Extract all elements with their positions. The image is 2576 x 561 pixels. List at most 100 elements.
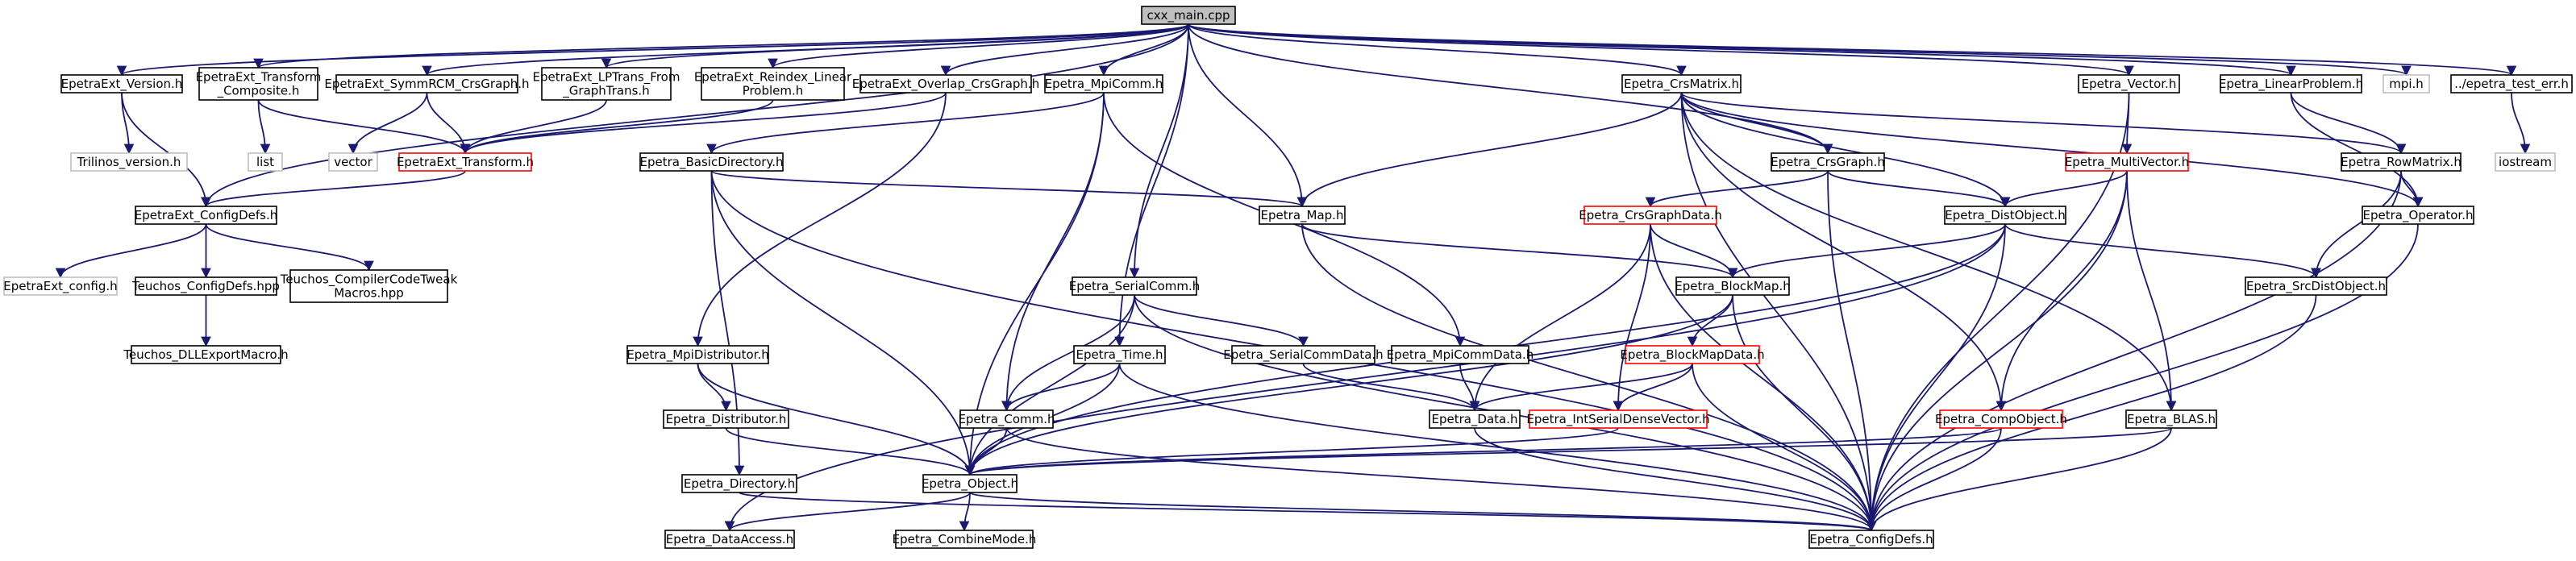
edge-basicdirectory-to-object — [710, 170, 976, 476]
node-box — [1259, 206, 1346, 225]
node-label-line: EpetraExt_config.h — [3, 279, 117, 294]
node-directory[interactable]: Epetra_Directory.h — [681, 474, 797, 493]
edge-blockmapdata-to-data — [1469, 363, 1693, 412]
edge-compobject-to-object — [965, 427, 2002, 476]
edge-rowmatrix-to-configdefs — [1866, 170, 2402, 532]
edge-blas-to-object — [965, 427, 2172, 476]
node-ext-transform-composite[interactable]: EpetraExt_Transform_Composite.h — [196, 67, 322, 101]
node-mpidistributor[interactable]: Epetra_MpiDistributor.h — [626, 345, 769, 364]
node-label: Epetra_BlockMap.h — [1675, 279, 1790, 294]
node-label: Epetra_SerialCommData.h — [1223, 347, 1383, 363]
node-label-line: EpetraExt_SymmRCM_CrsGraph.h — [324, 77, 529, 92]
node-box — [248, 152, 283, 172]
node-box — [639, 152, 784, 172]
node-comm[interactable]: Epetra_Comm.h — [958, 409, 1055, 429]
node-dataaccess[interactable]: Epetra_DataAccess.h — [664, 530, 795, 549]
node-label: Epetra_Map.h — [1261, 208, 1344, 223]
node-label-line: mpi.h — [2389, 77, 2424, 91]
node-ext-configdefs[interactable]: EpetraExt_ConfigDefs.h — [135, 206, 277, 225]
edge-crsgraphdata-to-data — [1469, 223, 1651, 412]
node-data[interactable]: Epetra_Data.h — [1429, 409, 1521, 429]
node-linearproblem[interactable]: Epetra_LinearProblem.h — [2219, 74, 2363, 94]
edge-cxx_main-to-map — [1188, 23, 1308, 208]
node-blockmapdata[interactable]: Epetra_BlockMapData.h — [1620, 345, 1765, 364]
node-test-err[interactable]: ../epetra_test_err.h — [2450, 74, 2573, 94]
edge-distobject-to-blockmap — [1727, 223, 2006, 279]
node-mpicomm[interactable]: Epetra_MpiComm.h — [1044, 74, 1163, 94]
node-box — [959, 409, 1054, 429]
edge-srcdistobject-to-configdefs — [1866, 294, 2317, 532]
node-label: Epetra_MpiComm.h — [1045, 77, 1163, 92]
node-box — [1675, 276, 1790, 296]
node-crsgraphdata[interactable]: Epetra_CrsGraphData.h — [1579, 206, 1722, 225]
node-distobject[interactable]: Epetra_DistObject.h — [1944, 206, 2066, 225]
edge-ext_lptrans-to-ext_transform — [460, 99, 607, 155]
node-box — [2450, 74, 2573, 94]
node-box — [289, 269, 448, 303]
node-label-line: Epetra_CrsMatrix.h — [1624, 77, 1739, 92]
node-configdefs[interactable]: Epetra_ConfigDefs.h — [1808, 530, 1934, 549]
node-basicdirectory[interactable]: Epetra_BasicDirectory.h — [639, 152, 784, 172]
node-srcdistobject[interactable]: Epetra_SrcDistObject.h — [2245, 276, 2387, 296]
node-distributor[interactable]: Epetra_Distributor.h — [663, 409, 789, 429]
node-crsmatrix[interactable]: Epetra_CrsMatrix.h — [1621, 74, 1742, 94]
edge-cxx_main-to-crsgraph — [1188, 23, 1833, 155]
node-label-line: Epetra_RowMatrix.h — [2341, 155, 2462, 170]
node-rowmatrix[interactable]: Epetra_RowMatrix.h — [2341, 152, 2462, 172]
node-blockmap[interactable]: Epetra_BlockMap.h — [1675, 276, 1791, 296]
node-combinemode[interactable]: Epetra_CombineMode.h — [893, 530, 1037, 549]
edge-ext_symmrcm-to-vector_std — [347, 92, 428, 155]
node-box — [1625, 345, 1760, 364]
edge-distobject-to-srcdistobject — [2004, 223, 2321, 279]
node-label-line: Teuchos_DLLExportMacro.h — [123, 347, 288, 363]
node-ext-transform[interactable]: EpetraExt_Transform.h — [397, 152, 534, 172]
node-box — [663, 409, 789, 429]
node-label-line: EpetraExt_Version.h — [61, 77, 183, 92]
node-label: Epetra_Directory.h — [684, 476, 795, 492]
node-label-line: vector — [334, 155, 372, 169]
node-label: Epetra_CombineMode.h — [893, 532, 1037, 547]
edge-cxx_main-to-linearproblem — [1188, 23, 2296, 77]
node-operator[interactable]: Epetra_Operator.h — [2362, 206, 2474, 225]
node-crsgraph[interactable]: Epetra_CrsGraph.h — [1771, 152, 1885, 172]
edge-data-to-configdefs — [1474, 427, 1877, 532]
node-time[interactable]: Epetra_Time.h — [1073, 345, 1166, 364]
node-teuchos-dll[interactable]: Teuchos_DLLExportMacro.h — [123, 345, 289, 364]
node-ext-overlap[interactable]: EpetraExt_Overlap_CrsGraph.h — [852, 74, 1039, 94]
edge-time-to-configdefs — [1118, 363, 1877, 532]
edge-crsgraphdata-to-intserialdensevector — [1613, 223, 1651, 412]
node-map[interactable]: Epetra_Map.h — [1259, 206, 1346, 225]
node-object[interactable]: Epetra_Object.h — [922, 474, 1018, 493]
node-serialcommdata[interactable]: Epetra_SerialCommData.h — [1223, 345, 1384, 364]
node-blas[interactable]: Epetra_BLAS.h — [2125, 409, 2217, 429]
node-box — [681, 474, 797, 493]
edge-cxx_main-to-ext_overlap — [940, 23, 1189, 77]
node-mpicommdata[interactable]: Epetra_MpiCommData.h — [1387, 345, 1534, 364]
node-serialcomm[interactable]: Epetra_SerialComm.h — [1069, 276, 1201, 296]
edge-intserialdensevector-to-object — [965, 427, 1619, 476]
node-label-line: ../epetra_test_err.h — [2454, 77, 2569, 92]
node-ext-lptrans[interactable]: EpetraExt_LPTrans_From_GraphTrans.h — [533, 67, 680, 101]
node-vector[interactable]: Epetra_Vector.h — [2078, 74, 2180, 94]
node-ext-version[interactable]: EpetraExt_Version.h — [60, 74, 183, 94]
edge-blockmapdata-to-intserialdensevector — [1613, 363, 1693, 412]
node-label-line: Trilinos_version.h — [77, 155, 181, 170]
node-box — [1944, 206, 2066, 225]
node-multivector[interactable]: Epetra_MultiVector.h — [2065, 152, 2189, 172]
edge-basicdirectory-to-map — [710, 170, 1307, 208]
node-teuchos-configdefs[interactable]: Teuchos_ConfigDefs.hpp — [131, 276, 280, 296]
node-box — [2382, 74, 2430, 94]
node-label: Epetra_SerialComm.h — [1069, 279, 1201, 294]
node-ext-symmrcm[interactable]: EpetraExt_SymmRCM_CrsGraph.h — [324, 74, 530, 94]
node-compobject[interactable]: Epetra_CompObject.h — [1935, 409, 2067, 429]
node-box — [2125, 409, 2217, 429]
edge-cxx_main-to-time — [1114, 23, 1189, 347]
node-cxx-main[interactable]: cxx_main.cpp — [1141, 6, 1236, 25]
node-box — [859, 74, 1032, 94]
node-label-line: Teuchos_CompilerCodeTweak — [280, 272, 458, 288]
edge-distobject-to-dataaccess — [724, 223, 2006, 532]
node-intserialdensevector[interactable]: Epetra_IntSerialDenseVector.h — [1526, 409, 1710, 429]
